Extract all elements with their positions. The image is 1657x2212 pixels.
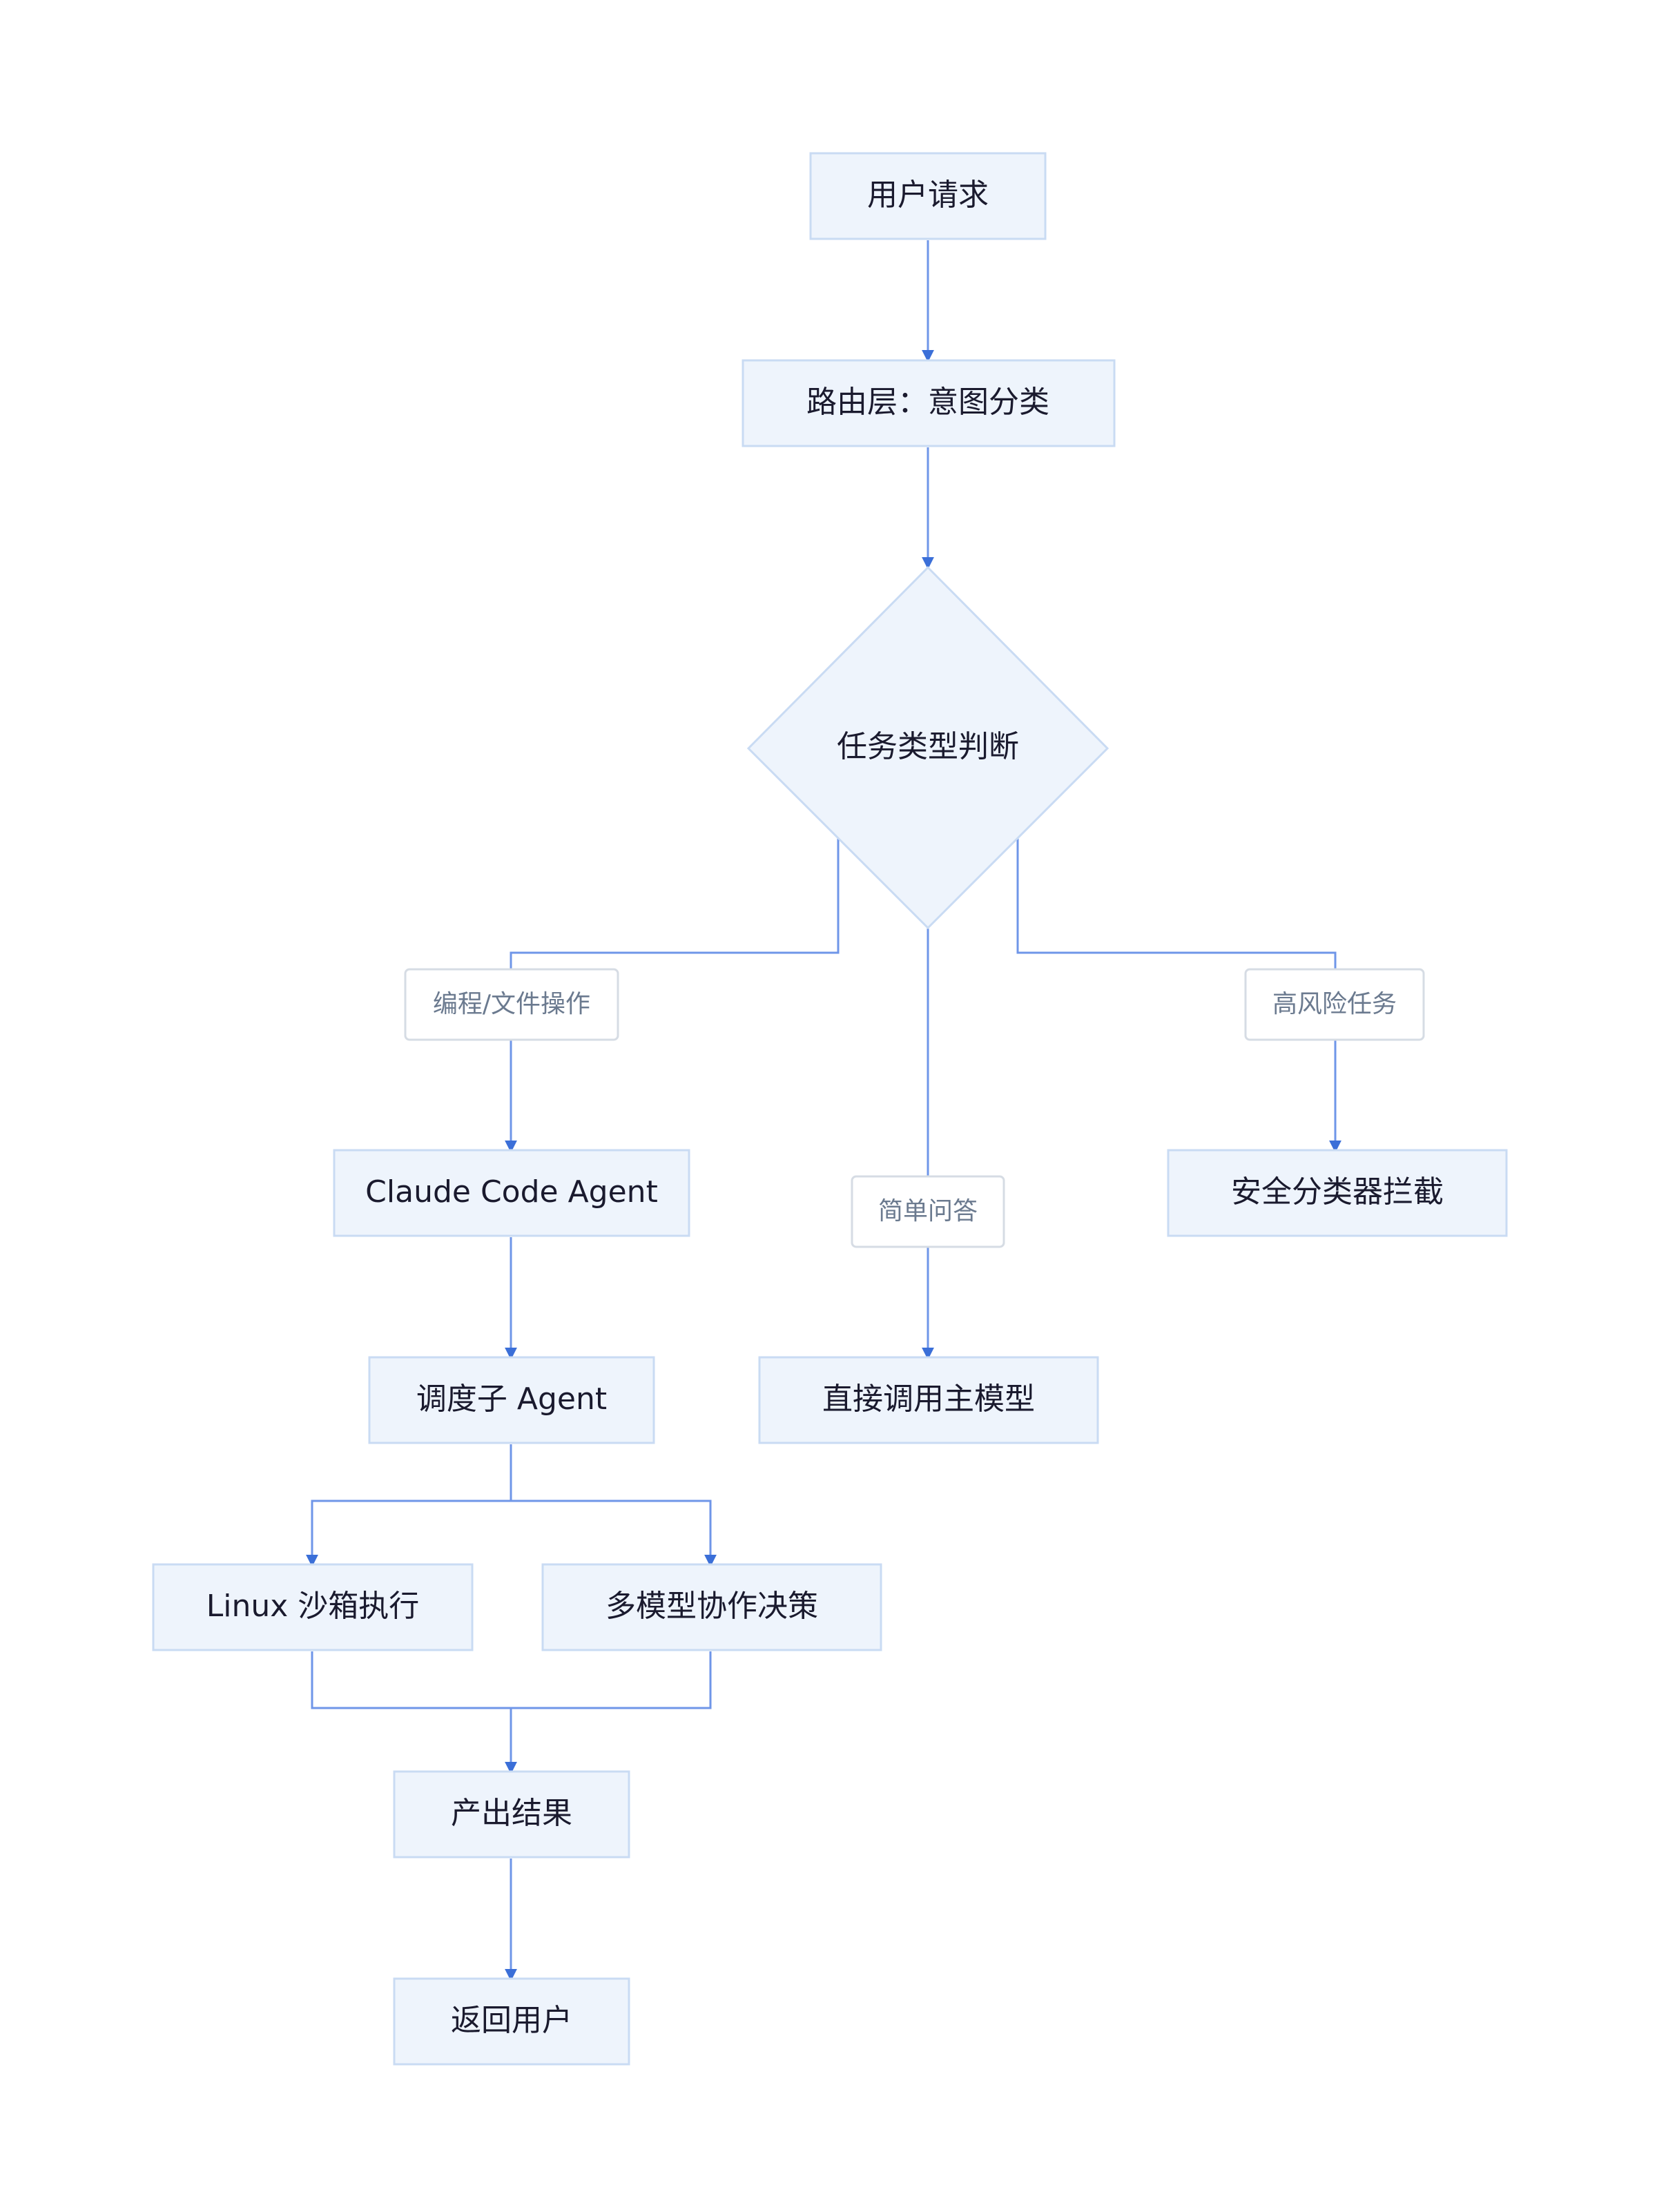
edge-decision-coding: [505, 838, 840, 1153]
node-label: 路由层：意图分类: [806, 385, 1049, 420]
node-user-request: 用户请求: [809, 152, 1047, 240]
node-result: 产出结果: [393, 1770, 630, 1859]
edge-label-high-risk: 高风险任务: [1244, 968, 1425, 1041]
node-direct-model: 直接调用主模型: [758, 1356, 1099, 1444]
node-label: 产出结果: [451, 1796, 572, 1831]
node-label: 返回用户: [451, 2003, 572, 2038]
edge-label-coding: 编程/文件操作: [404, 968, 619, 1041]
node-label: 调度子 Agent: [416, 1381, 607, 1417]
edge-decision-risk: [1016, 838, 1341, 1153]
node-label: 多模型协作决策: [605, 1589, 818, 1624]
node-sandbox: Linux 沙箱执行: [152, 1563, 474, 1651]
node-multi-model: 多模型协作决策: [541, 1563, 882, 1651]
node-security: 安全分类器拦截: [1167, 1149, 1508, 1237]
node-label: 用户请求: [867, 177, 989, 213]
node-label: 任务类型判断: [837, 729, 1019, 764]
node-label: Claude Code Agent: [365, 1174, 658, 1210]
edge-label-simple-qa: 简单问答: [851, 1175, 1005, 1248]
node-router: 路由层：意图分类: [742, 359, 1116, 447]
node-label: 安全分类器拦截: [1231, 1174, 1444, 1210]
node-label: Linux 沙箱执行: [206, 1589, 420, 1624]
node-sub-agent: 调度子 Agent: [368, 1356, 655, 1444]
edge-subagent-multimodel: [511, 1500, 717, 1567]
node-label: 直接调用主模型: [822, 1381, 1035, 1417]
edge-multimodel-result: [511, 1651, 712, 1709]
edge-subagent-sandbox: [306, 1444, 512, 1567]
node-return-user: 返回用户: [393, 1977, 630, 2066]
edge-label-text: 编程/文件操作: [433, 990, 590, 1018]
edges: [306, 240, 1341, 1981]
edge-label-text: 简单问答: [878, 1197, 978, 1225]
edge-sandbox-result: [311, 1651, 517, 1774]
edge-label-text: 高风险任务: [1272, 990, 1397, 1018]
node-claude-agent: Claude Code Agent: [333, 1149, 690, 1237]
node-decision: 任务类型判断: [746, 565, 1109, 930]
